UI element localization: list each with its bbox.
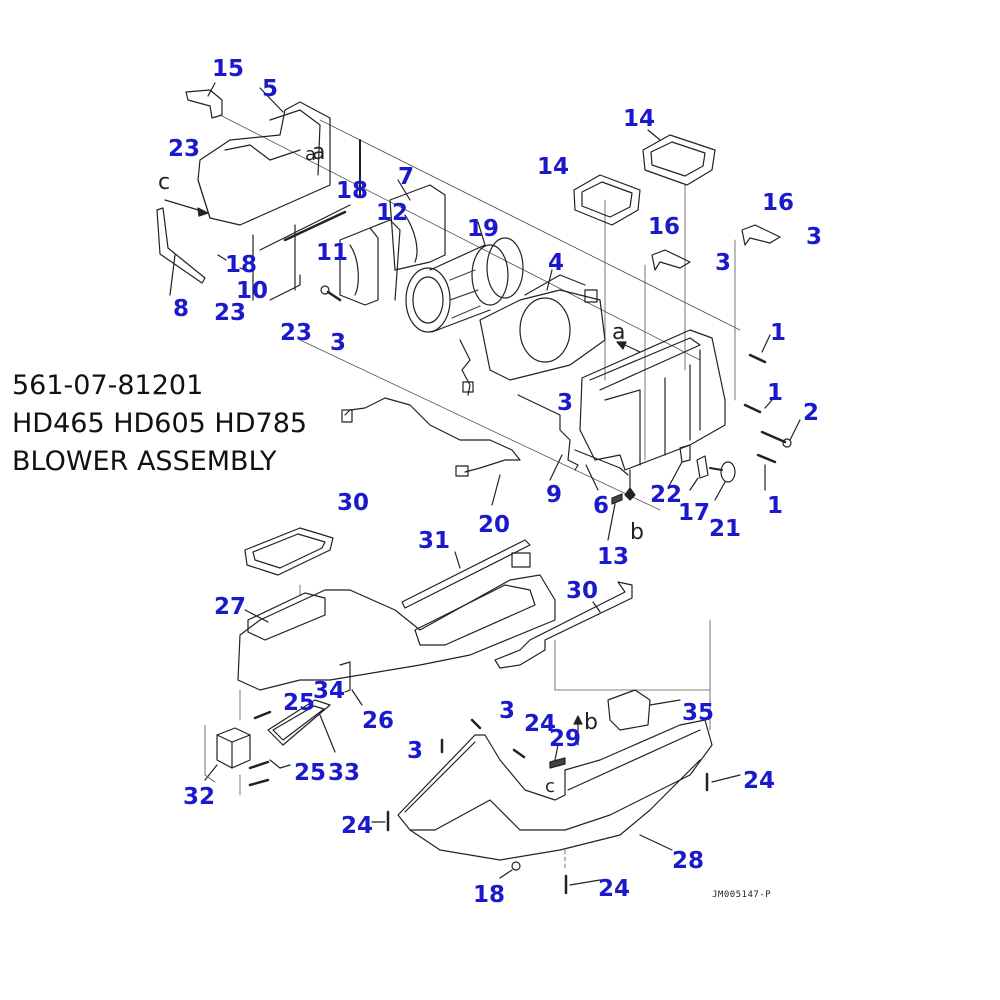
callout-28: 28 <box>672 848 705 874</box>
callout-32: 32 <box>183 784 216 810</box>
callout-23: 23 <box>280 320 313 346</box>
part-20-wire-harness <box>342 340 520 505</box>
callout-29: 29 <box>549 726 582 752</box>
part-number-title: 561-07-81201 <box>12 370 204 401</box>
bracket-guide-lines <box>205 690 240 795</box>
callout-15: 15 <box>212 56 245 82</box>
callout-3: 3 <box>715 250 732 276</box>
callout-9: 9 <box>546 482 563 508</box>
callout-3: 3 <box>330 330 347 356</box>
callout-3: 3 <box>407 738 424 764</box>
callout-24: 24 <box>341 813 374 839</box>
view-marker-b: b <box>630 520 644 545</box>
callout-13: 13 <box>597 544 630 570</box>
callout-4: 4 <box>548 250 565 276</box>
callout-1: 1 <box>767 380 784 406</box>
part-32-relay-block <box>205 728 250 780</box>
callout-24: 24 <box>524 711 557 737</box>
callout-1: 1 <box>770 320 787 346</box>
drawing-number: JM005147-P <box>712 890 772 900</box>
part-25-screws <box>250 712 290 785</box>
part-31-seal-strip <box>402 540 530 608</box>
part-3-screw <box>321 286 340 300</box>
part-11-scroll-housing <box>340 220 400 305</box>
callout-26: 26 <box>362 708 395 734</box>
view-marker-c: c <box>158 170 171 195</box>
callout-12: 12 <box>376 200 409 226</box>
part-15-bracket <box>186 83 222 118</box>
callout-18: 18 <box>473 882 506 908</box>
callout-20: 20 <box>478 512 511 538</box>
callout-18: 18 <box>225 252 258 278</box>
callout-21: 21 <box>709 516 742 542</box>
callout-11: 11 <box>316 240 349 266</box>
callout-10: 10 <box>236 278 269 304</box>
callout-22: 22 <box>650 482 683 508</box>
callout-24: 24 <box>598 876 631 902</box>
part-19-blower-motor <box>406 222 523 332</box>
callout-33: 33 <box>328 760 361 786</box>
part-16-bracket-left <box>652 250 690 270</box>
part-30-seal-right <box>495 582 632 668</box>
part-6-main-case <box>575 330 725 500</box>
view-marker-a: a <box>612 320 626 345</box>
part-24-28-screws <box>372 720 740 893</box>
part-10-link-rod <box>218 140 360 300</box>
assembly-name-title: BLOWER ASSEMBLY <box>12 446 277 477</box>
callout-6: 6 <box>593 493 610 519</box>
part-14-gasket-left <box>574 175 640 225</box>
fasteners-right <box>608 335 800 540</box>
part-8-lever <box>157 208 205 295</box>
view-marker-b: b <box>584 710 598 735</box>
callout-19: 19 <box>467 216 500 242</box>
callout-24: 24 <box>743 768 776 794</box>
callout-31: 31 <box>418 528 451 554</box>
callout-18: 18 <box>336 178 369 204</box>
callout-25: 25 <box>283 690 316 716</box>
callout-34: 34 <box>313 678 346 704</box>
callout-30: 30 <box>337 490 370 516</box>
callout-7: 7 <box>398 164 415 190</box>
callout-3: 3 <box>499 698 516 724</box>
callout-23: 23 <box>168 136 201 162</box>
callout-16: 16 <box>762 190 795 216</box>
callout-14: 14 <box>537 154 570 180</box>
callout-3: 3 <box>806 224 823 250</box>
part-33-filter-panel <box>268 700 335 752</box>
view-arrows <box>165 200 640 352</box>
part-30-seal-left <box>245 528 333 575</box>
part-26-clip <box>340 662 362 705</box>
projection-lines <box>220 115 740 870</box>
callout-35: 35 <box>682 700 715 726</box>
callout-14: 14 <box>623 106 656 132</box>
callout-1: 1 <box>767 493 784 519</box>
callout-16: 16 <box>648 214 681 240</box>
svg-text:a: a <box>305 144 316 165</box>
part-27-lower-duct <box>238 553 555 690</box>
callout-25: 25 <box>294 760 327 786</box>
part-5-upper-housing: a <box>198 88 330 225</box>
part-14-gasket-right <box>643 130 715 185</box>
callout-3: 3 <box>557 390 574 416</box>
view-marker-a: a <box>312 140 326 165</box>
callout-17: 17 <box>678 500 711 526</box>
part-9-bracket <box>518 395 578 480</box>
part-16-bracket-right <box>742 225 780 245</box>
svg-text:c: c <box>545 776 555 797</box>
part-28-lower-case: c <box>398 690 712 860</box>
model-list-title: HD465 HD605 HD785 <box>12 408 308 439</box>
callout-23: 23 <box>214 300 247 326</box>
callout-27: 27 <box>214 594 247 620</box>
callout-2: 2 <box>803 400 820 426</box>
part-7-scroll-housing <box>390 180 445 270</box>
callout-30: 30 <box>566 578 599 604</box>
callout-5: 5 <box>262 76 279 102</box>
callout-8: 8 <box>173 296 190 322</box>
part-4-motor-housing <box>480 270 605 380</box>
